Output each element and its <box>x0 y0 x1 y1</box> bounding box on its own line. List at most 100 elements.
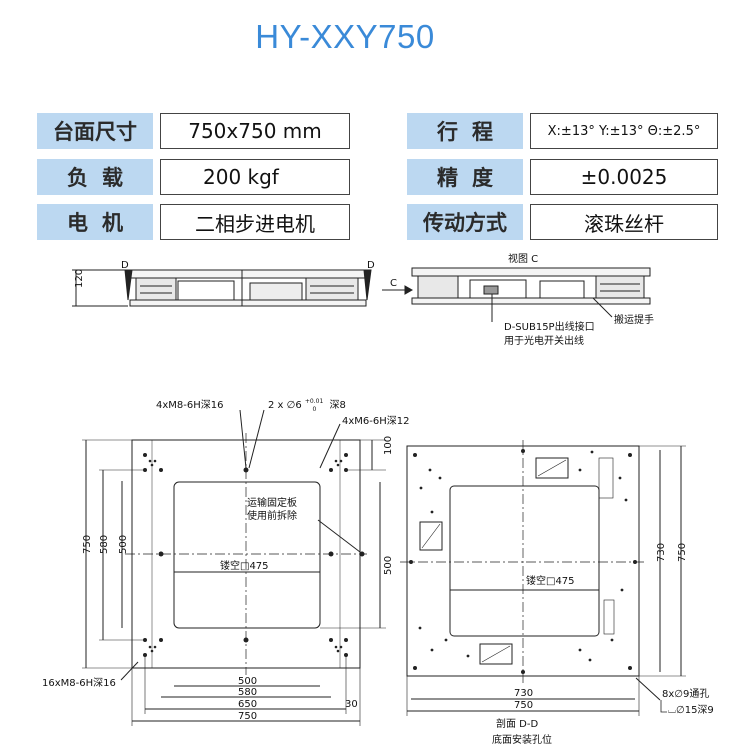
dim-500-v: 500 <box>118 535 129 554</box>
spec-value-motor: 二相步进电机 <box>160 204 350 240</box>
section-mark-left: D <box>121 260 129 271</box>
side-view-height-dim: 120 <box>74 269 85 288</box>
top-view <box>82 409 386 726</box>
spec-label-load-char-2: 载 <box>102 166 123 190</box>
spec-label-motor: 电 机 <box>37 204 153 240</box>
top-hole-note-2-prefix: 2 x ∅6 <box>268 400 302 411</box>
top-hole-note-2-suffix: 深8 <box>330 399 346 411</box>
view-c-arrow-label: C <box>390 278 397 289</box>
leader-transport <box>317 519 361 553</box>
spec-label-load: 负 载 <box>37 159 153 195</box>
top-hole-note-2-tol-lower: 0 <box>312 406 316 413</box>
dim-730-v: 730 <box>656 543 667 562</box>
top-hole-note-4: 16xM8-6H深16 <box>42 677 116 689</box>
section-view-block <box>419 521 443 551</box>
top-opening-label: 镂空□475 <box>220 559 269 572</box>
top-hole-note-2-tol-upper: +0.01 <box>305 398 324 405</box>
side-view-module-left <box>135 277 177 301</box>
spec-label-accuracy: 精 度 <box>407 159 523 195</box>
leader-hole-note-3 <box>319 423 341 469</box>
view-c-title: 视图 C <box>508 252 538 265</box>
leader-hole-note-4 <box>120 661 139 681</box>
spec-label-drive: 传动方式 <box>407 204 523 240</box>
section-arrow-right <box>363 269 372 301</box>
section-view-opening <box>449 485 600 637</box>
dim-500-r: 500 <box>383 556 394 575</box>
spec-label-accuracy-char-2: 度 <box>472 166 493 190</box>
side-view-top-plate <box>129 269 367 279</box>
side-view-module-right <box>305 277 359 301</box>
leader-hole-note-2 <box>248 409 265 469</box>
spec-value-drive: 滚珠丝杆 <box>530 204 718 240</box>
top-view-holes <box>143 453 365 657</box>
dim-580-b: 580 <box>238 687 257 698</box>
section-view-block <box>535 457 569 479</box>
spec-value-load: 200 kgf <box>160 159 350 195</box>
mount-hole-note-2: ⌴∅15深9 <box>668 704 714 716</box>
dim-30-b: 30 <box>345 699 358 710</box>
dim-750-v-section: 750 <box>677 543 688 562</box>
spec-label-accuracy-char-1: 精 <box>437 166 458 190</box>
handle-note: 搬运提手 <box>614 313 654 326</box>
view-c-module-right <box>539 280 585 299</box>
dim-580-v: 580 <box>99 535 110 554</box>
spec-label-stroke: 行 程 <box>407 113 523 149</box>
dim-750-v: 750 <box>82 535 93 554</box>
side-view-module-mid-left <box>177 280 235 301</box>
view-c <box>411 267 651 322</box>
section-view-block-hatch <box>481 645 511 663</box>
section-view-block <box>479 643 513 665</box>
counterbore-symbol <box>660 700 667 713</box>
section-view-block-hatch <box>421 523 441 549</box>
mount-hole-note-1: 8x∅9通孔 <box>662 688 709 700</box>
section-view-rail <box>603 599 615 635</box>
leader-hole-note-1 <box>239 409 247 469</box>
section-view-holes <box>409 449 637 674</box>
dim-100-v: 100 <box>383 436 394 455</box>
section-mark-right: D <box>367 260 375 271</box>
spec-label-stroke-char-2: 程 <box>472 120 493 144</box>
side-view-base-plate <box>129 299 367 307</box>
view-c-connector <box>483 285 499 295</box>
side-view <box>72 269 414 307</box>
spec-value-accuracy: ±0.0025 <box>530 159 718 195</box>
dim-750-b: 750 <box>238 711 257 722</box>
section-view-block-hatch <box>537 459 567 477</box>
leader-handle <box>592 297 613 318</box>
spec-label-motor-char-2: 机 <box>102 211 123 235</box>
spec-label-load-char-1: 负 <box>67 166 88 190</box>
view-c-module-far-right <box>595 275 645 299</box>
transport-note-2: 使用前拆除 <box>247 509 297 522</box>
connector-note-2: 用于光电开关出线 <box>504 334 584 347</box>
view-c-module-left <box>417 275 459 299</box>
dim-650-b: 650 <box>238 699 257 710</box>
dim-730-b: 730 <box>514 688 533 699</box>
transport-note-1: 运输固定板 <box>247 496 297 509</box>
spec-value-stroke: X:±13° Y:±13° Θ:±2.5° <box>530 113 718 149</box>
section-caption-1: 剖面 D-D <box>496 717 538 730</box>
connector-note-1: D-SUB15P出线接口 <box>504 320 595 333</box>
leader-mount-holes <box>635 677 661 701</box>
spec-value-size: 750x750 mm <box>160 113 350 149</box>
dim-500-b: 500 <box>238 676 257 687</box>
section-opening-label: 镂空□475 <box>526 574 575 587</box>
view-c-module-mid <box>469 279 527 299</box>
view-c-arrowhead <box>404 285 414 295</box>
top-hole-note-1: 4xM8-6H深16 <box>156 399 224 411</box>
section-view <box>400 440 686 716</box>
spec-label-stroke-char-1: 行 <box>437 120 458 144</box>
view-c-top-plate <box>411 267 651 277</box>
section-caption-2: 底面安装孔位 <box>492 733 552 746</box>
top-view-opening <box>173 481 321 629</box>
dim-750-b-section: 750 <box>514 700 533 711</box>
spec-label-motor-char-1: 电 <box>67 211 88 235</box>
side-view-module-center <box>249 282 303 301</box>
top-hole-note-3: 4xM6-6H深12 <box>342 415 410 427</box>
page-title: HY-XXY750 <box>255 18 435 55</box>
top-hole-note-2: 2 x ∅6 +0.01 0 深8 <box>268 395 346 414</box>
drawing-labels: 120 D D C 视图 C D-SUB15P出线接口 用于光电开关出线 搬运提… <box>42 252 714 746</box>
section-arrow-left <box>124 269 133 301</box>
spec-label-size: 台面尺寸 <box>37 113 153 149</box>
section-view-rail <box>598 457 614 499</box>
